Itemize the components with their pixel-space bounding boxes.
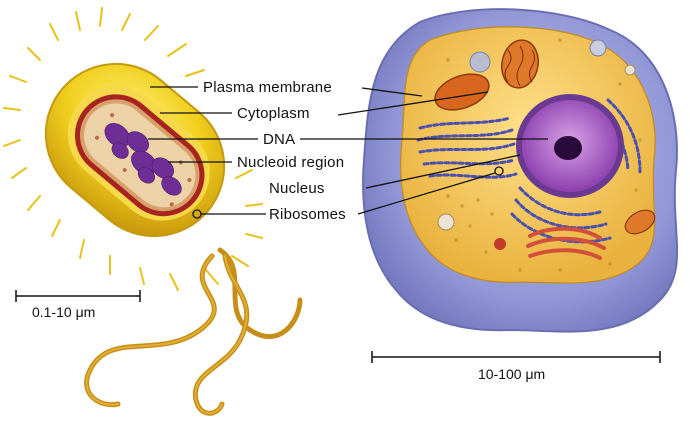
label-dna: DNA — [263, 131, 296, 148]
golgi-apparatus — [526, 226, 606, 260]
label-plasma-membrane: Plasma membrane — [203, 79, 332, 96]
prokaryote-scale-label: 0.1-10 μm — [32, 304, 96, 320]
eukaryote-cell — [362, 8, 679, 333]
nucleolus — [554, 136, 582, 160]
vesicles — [437, 39, 636, 250]
leader-lines — [148, 86, 548, 215]
label-ribosomes: Ribosomes — [269, 206, 346, 223]
pili — [3, 7, 263, 291]
cytoplasm-granules — [446, 38, 642, 272]
eukaryote-scale-label: 10-100 μm — [478, 366, 546, 382]
eukaryote-ribosome-marker — [494, 166, 504, 176]
flagella — [84, 247, 303, 416]
mitochondria — [434, 39, 656, 235]
bacterial-ribosomes — [95, 113, 192, 207]
nucleus — [516, 94, 624, 198]
dna-cluster — [104, 123, 182, 196]
label-cytoplasm: Cytoplasm — [237, 105, 310, 122]
label-nucleus: Nucleus — [269, 180, 325, 197]
prokaryote-cell — [3, 7, 303, 416]
label-nucleoid-region: Nucleoid region — [237, 154, 345, 171]
eukaryote-scale-bar — [371, 351, 661, 363]
prokaryote-scale-bar — [15, 290, 141, 302]
